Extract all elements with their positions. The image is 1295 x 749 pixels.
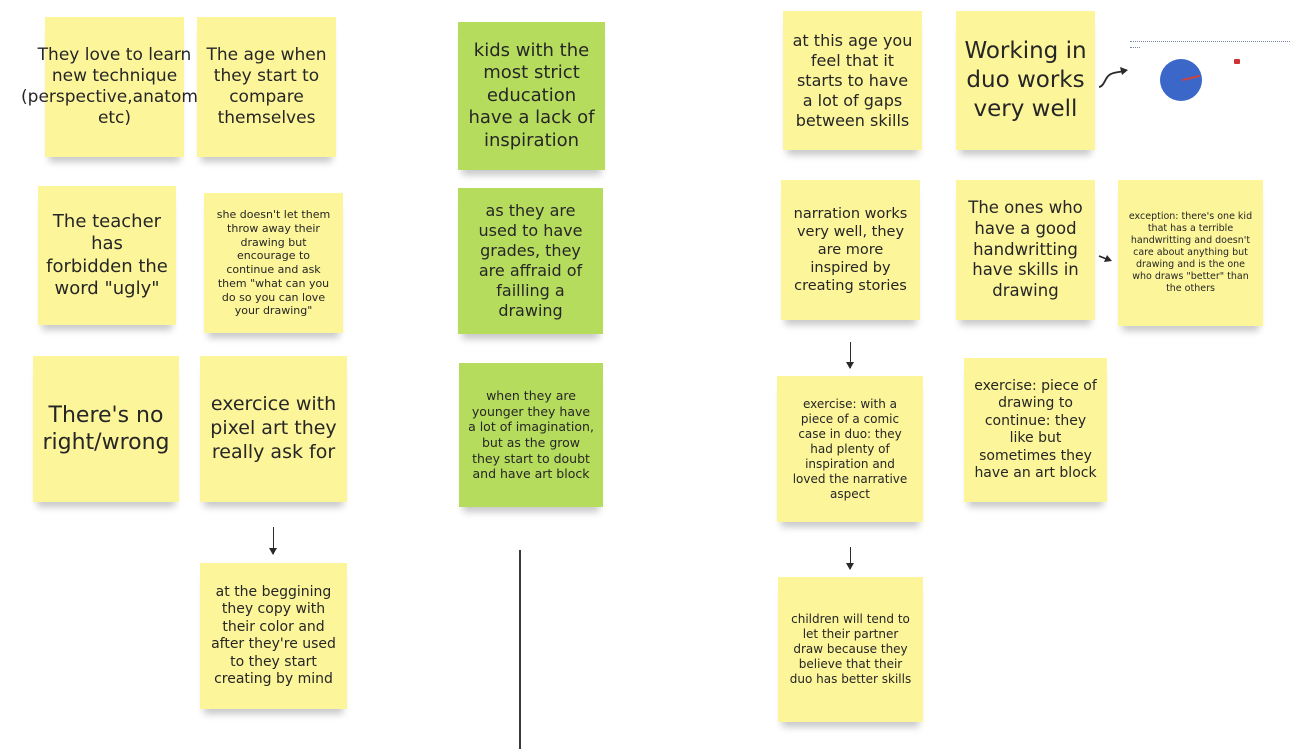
sticky-note-copy-color[interactable]: at the beggining they copy with their co… <box>200 563 347 709</box>
note-text: she doesn't let them throw away their dr… <box>216 208 331 318</box>
note-text: exception: there's one kid that has a te… <box>1128 211 1253 294</box>
sticky-note-partner[interactable]: children will tend to let their partner … <box>778 577 923 722</box>
sticky-note-right-wrong[interactable]: There's no right/wrong <box>33 356 179 502</box>
connector-arrow <box>846 342 854 369</box>
sticky-note-compare[interactable]: The age when they start to compare thems… <box>197 17 336 157</box>
note-text: There's no right/wrong <box>42 402 170 456</box>
note-text: at the beggining they copy with their co… <box>211 583 336 688</box>
note-text: They love to learn new technique (perspe… <box>21 44 208 129</box>
sticky-note-narration[interactable]: narration works very well, they are more… <box>781 180 920 320</box>
connector-arrow <box>846 547 854 570</box>
note-text: exercice with pixel art they really ask … <box>210 393 337 463</box>
sticky-note-comic[interactable]: exercise: with a piece of a comic case i… <box>777 376 923 522</box>
note-text: exercise: piece of drawing to continue: … <box>974 377 1097 482</box>
sticky-note-continue-drawing[interactable]: exercise: piece of drawing to continue: … <box>964 358 1107 502</box>
note-text: Working in duo works very well <box>964 38 1087 122</box>
note-text: The teacher has forbidden the word "ugly… <box>46 210 168 300</box>
connector-arrow <box>1098 255 1112 262</box>
thumbnail-caption <box>1130 41 1290 46</box>
note-text: as they are used to have grades, they ar… <box>478 201 583 320</box>
sticky-note-teacher-ugly[interactable]: The teacher has forbidden the word "ugly… <box>38 186 176 325</box>
note-text: exercise: with a piece of a comic case i… <box>792 396 908 501</box>
connector-arrow-curved <box>1098 67 1128 88</box>
sticky-note-pixel-art[interactable]: exercice with pixel art they really ask … <box>200 356 347 502</box>
sticky-note-love-technique[interactable]: They love to learn new technique (perspe… <box>21 17 208 157</box>
sticky-note-grades[interactable]: as they are used to have grades, they ar… <box>458 188 603 334</box>
thumbnail-caption <box>1130 47 1140 50</box>
note-text: narration works very well, they are more… <box>793 205 908 295</box>
sticky-note-duo[interactable]: Working in duo works very well <box>956 11 1095 150</box>
sticky-note-exception[interactable]: exception: there's one kid that has a te… <box>1118 180 1263 326</box>
note-text: The age when they start to compare thems… <box>206 44 327 129</box>
sticky-note-imagination[interactable]: when they are younger they have a lot of… <box>459 363 603 507</box>
sticky-note-gaps[interactable]: at this age you feel that it starts to h… <box>783 11 922 150</box>
note-text: kids with the most strict education have… <box>468 39 595 151</box>
thumbnail-marker <box>1234 59 1240 64</box>
sticky-note-strict-education[interactable]: kids with the most strict education have… <box>458 22 605 170</box>
divider-line <box>519 550 521 749</box>
sticky-note-handwriting[interactable]: The ones who have a good handwritting ha… <box>956 180 1095 320</box>
connector-arrow <box>269 527 277 555</box>
note-text: when they are younger they have a lot of… <box>468 388 594 482</box>
note-text: children will tend to let their partner … <box>789 612 912 686</box>
note-text: The ones who have a good handwritting ha… <box>968 198 1083 300</box>
sticky-note-throw-away[interactable]: she doesn't let them throw away their dr… <box>204 193 343 333</box>
note-text: at this age you feel that it starts to h… <box>792 30 913 130</box>
embedded-image-thumbnail[interactable] <box>1160 59 1202 101</box>
